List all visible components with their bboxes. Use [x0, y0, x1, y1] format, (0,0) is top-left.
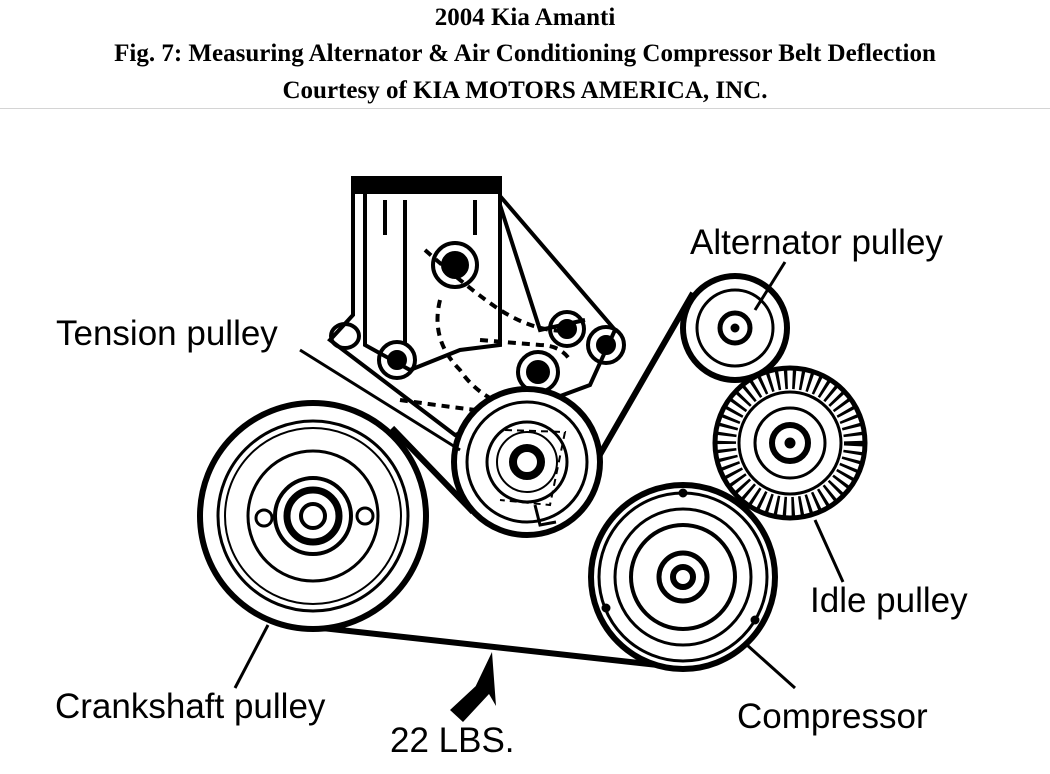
courtesy-line: Courtesy of KIA MOTORS AMERICA, INC. — [282, 77, 768, 104]
tension-pulley — [451, 386, 603, 538]
vehicle-title: 2004 Kia Amanti — [434, 4, 616, 31]
compressor-pulley — [588, 482, 778, 672]
belt-deflection-diagram: Alternator pulley Tension pulley Idle pu… — [55, 176, 968, 760]
crankshaft-pulley-label: Crankshaft pulley — [55, 687, 326, 726]
alternator-pulley — [680, 273, 790, 383]
compressor-label: Compressor — [737, 697, 928, 736]
tension-pulley-label: Tension pulley — [56, 314, 278, 353]
crankshaft-pulley — [197, 400, 429, 632]
force-arrow-icon — [450, 652, 496, 722]
force-label: 22 LBS. — [390, 721, 515, 760]
idle-pulley-label: Idle pulley — [810, 581, 968, 620]
figure-header: 2004 Kia Amanti Fig. 7: Measuring Altern… — [0, 0, 1050, 109]
idle-pulley — [712, 365, 868, 521]
alternator-pulley-label: Alternator pulley — [690, 223, 943, 262]
figure-title: Fig. 7: Measuring Alternator & Air Condi… — [114, 40, 936, 67]
leader-lines — [233, 261, 845, 690]
